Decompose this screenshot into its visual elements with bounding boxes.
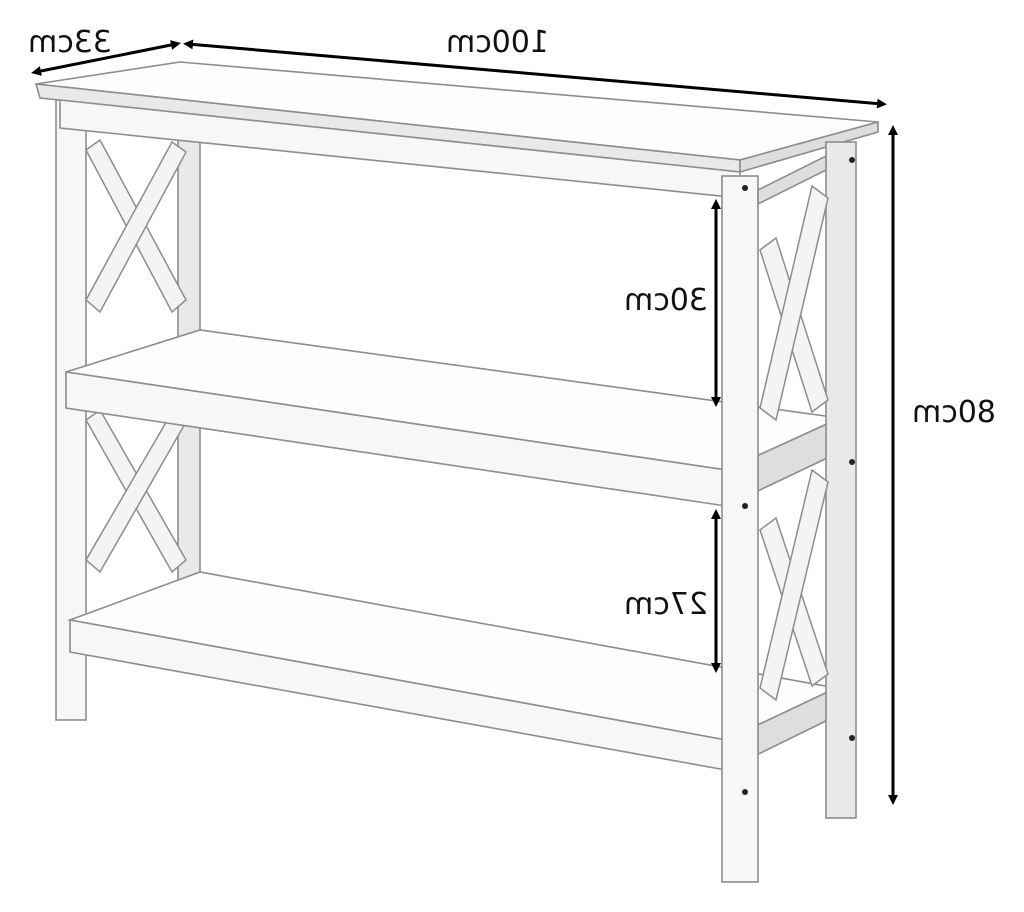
- bolt: [849, 735, 855, 741]
- bolt: [849, 157, 855, 163]
- width-arrow: [183, 39, 887, 109]
- bolt: [742, 503, 748, 509]
- height-label: 80cm: [912, 395, 996, 430]
- dimension-arrows: [31, 39, 898, 805]
- lower-gap-label: 27cm: [624, 587, 708, 622]
- bolt: [742, 789, 748, 795]
- bottom-shelf: [66, 571, 839, 772]
- right-top-rail: [757, 154, 827, 206]
- upper-gap-label: 30cm: [624, 283, 708, 318]
- top-side-edge: [739, 120, 879, 174]
- depth-arrow: [31, 40, 181, 76]
- right-side-frame: [721, 141, 857, 883]
- bolt: [742, 185, 748, 191]
- depth-label: 33cm: [28, 25, 112, 60]
- right-back-leg: [825, 141, 857, 819]
- right-front-leg: [721, 175, 759, 883]
- right-lower-x-bar-b: [759, 468, 829, 702]
- left-upper-x-bar-b: [85, 140, 187, 314]
- right-upper-x-bar-b: [759, 184, 829, 422]
- width-label: 100cm: [446, 25, 549, 60]
- bolt: [849, 459, 855, 465]
